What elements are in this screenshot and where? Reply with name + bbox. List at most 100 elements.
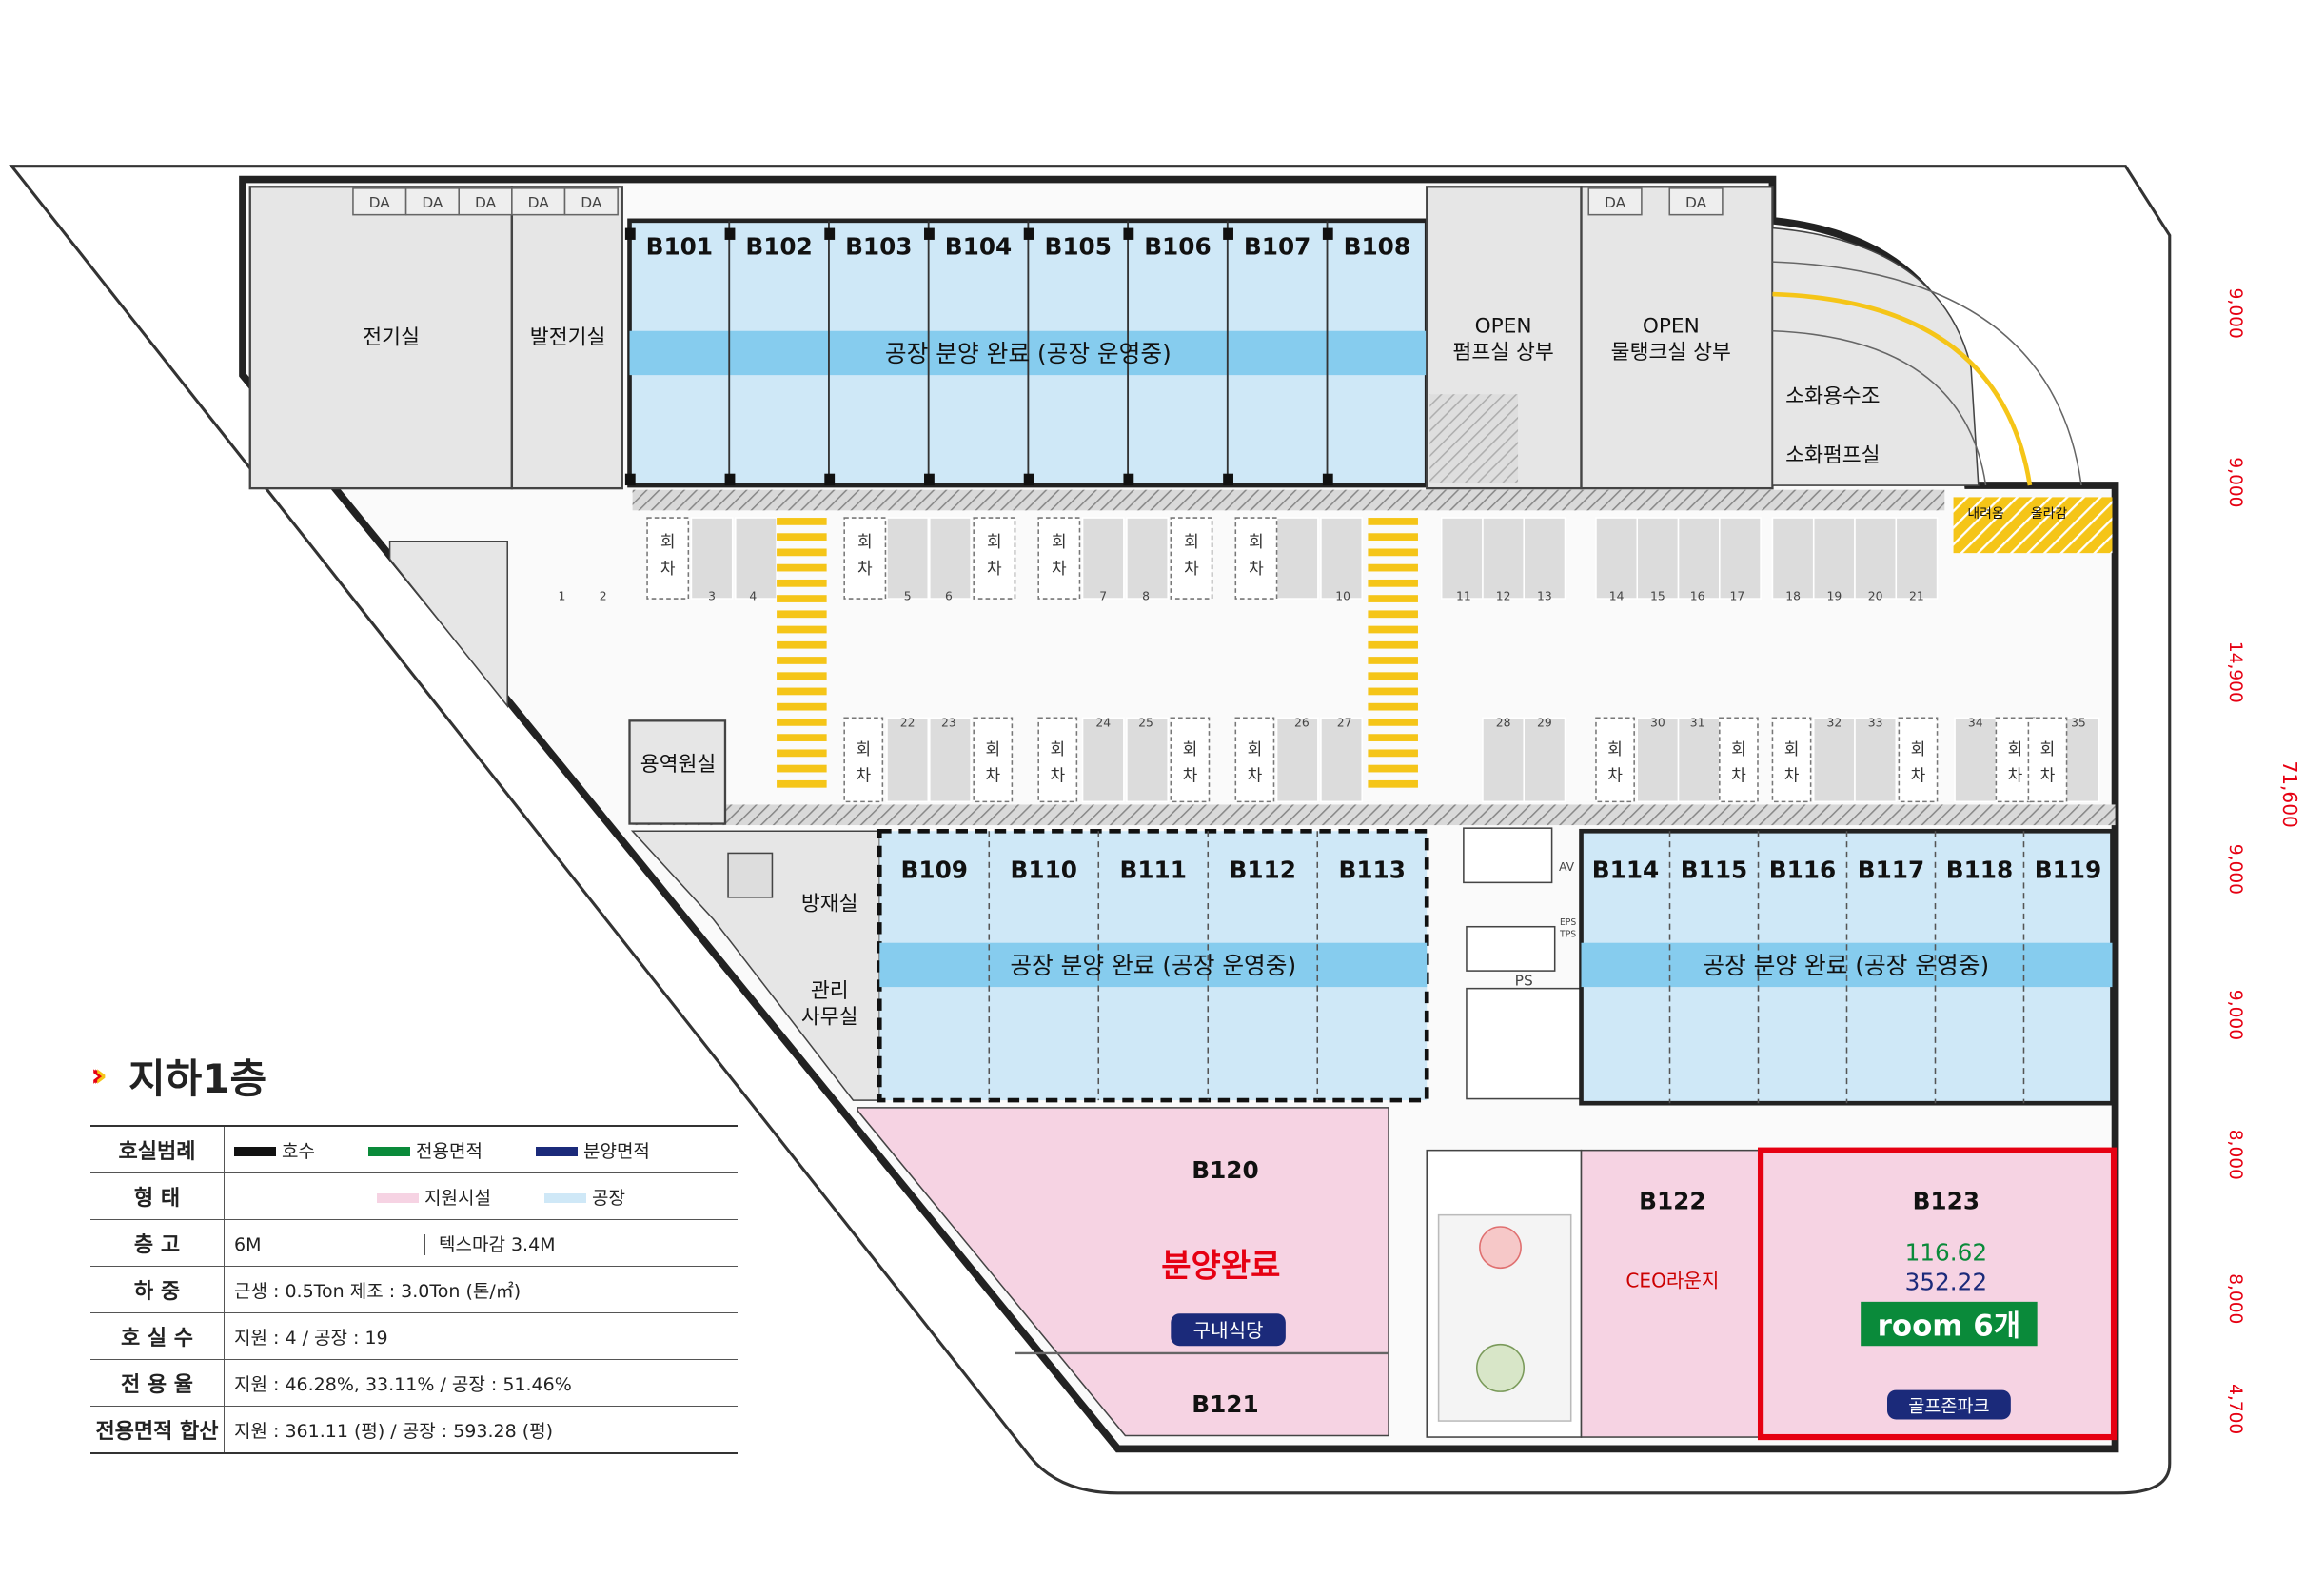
svg-text:OPEN: OPEN	[1643, 314, 1700, 338]
unit-b105[interactable]: B105	[1045, 232, 1112, 260]
turn-label: 차	[1050, 767, 1065, 786]
bottom-support-block: B120 분양완료 구내식당 B121 B122 CEO라운지 B123 116…	[857, 1107, 2118, 1441]
svg-text:공장 분양 완료 (공장 운영중): 공장 분양 완료 (공장 운영중)	[1010, 952, 1296, 979]
unit-b109[interactable]: B109	[901, 857, 968, 884]
turn-label: 차	[987, 560, 1002, 579]
turn-label: 회	[1248, 740, 1263, 759]
parking-number: 14	[1609, 590, 1625, 603]
parking-number: 23	[941, 717, 956, 730]
svg-text:DA: DA	[1685, 194, 1707, 211]
svg-text:소화펌프실: 소화펌프실	[1785, 443, 1880, 467]
unit-b114[interactable]: B114	[1592, 857, 1659, 884]
unit-b122[interactable]: B122	[1639, 1187, 1705, 1214]
unit-b118[interactable]: B118	[1946, 857, 2013, 884]
turn-label: 차	[1784, 767, 1800, 786]
turn-label: 회	[856, 740, 871, 759]
unit-b112[interactable]: B112	[1230, 857, 1296, 884]
unit-b111[interactable]: B111	[1120, 857, 1187, 884]
legend-value: 근생 : 0.5Ton 제조 : 3.0Ton (톤/㎡)	[224, 1266, 738, 1313]
parking-number: 33	[1868, 717, 1883, 730]
parking-number: 16	[1690, 590, 1705, 603]
turn-label: 차	[660, 560, 676, 579]
legend-unit-no: 호수	[282, 1140, 315, 1162]
dimension-total: 71,600	[2278, 760, 2301, 827]
parking-number: 21	[1909, 590, 1924, 603]
unit-b107[interactable]: B107	[1244, 232, 1310, 260]
parking-number: 4	[749, 590, 757, 603]
svg-text:물탱크실 상부: 물탱크실 상부	[1611, 341, 1731, 365]
dimension-segment: 8,000	[2225, 1130, 2245, 1180]
unit-b108[interactable]: B108	[1344, 232, 1410, 260]
parking-number: 17	[1729, 590, 1744, 603]
turn-label: 차	[1184, 560, 1199, 579]
parking-number: 22	[900, 717, 916, 730]
unit-b116[interactable]: B116	[1769, 857, 1836, 884]
turn-label: 회	[1183, 740, 1198, 759]
legend-key: 호실범례	[90, 1126, 225, 1173]
b123-tag: 골프존파크	[1908, 1397, 1989, 1417]
turn-label: 회	[1249, 533, 1264, 552]
unit-b103[interactable]: B103	[845, 232, 912, 260]
b120-status: 분양완료	[1161, 1248, 1280, 1286]
unit-b102[interactable]: B102	[745, 232, 812, 260]
unit-b115[interactable]: B115	[1681, 857, 1747, 884]
parking-number: 28	[1496, 717, 1511, 730]
generator-room-label: 발전기실	[530, 326, 606, 350]
svg-text:DA: DA	[528, 194, 550, 211]
unit-b101[interactable]: B101	[646, 232, 713, 260]
turn-label: 회	[1731, 740, 1746, 759]
legend-key: 호 실 수	[90, 1312, 225, 1360]
parking-number: 20	[1868, 590, 1883, 603]
turn-label: 회	[987, 533, 1002, 552]
left-service-rooms: 전기실 발전기실 DA DA DA DA DA	[248, 186, 623, 709]
turn-label: 회	[1607, 740, 1623, 759]
svg-text:TPS: TPS	[1559, 930, 1576, 940]
parking-number: 11	[1456, 590, 1471, 603]
turn-label: 회	[1184, 533, 1199, 552]
unit-b104[interactable]: B104	[945, 232, 1012, 260]
legend-key: 하 중	[90, 1266, 225, 1313]
dimension-segment: 8,000	[2225, 1273, 2245, 1324]
svg-text:DA: DA	[1605, 194, 1626, 211]
crosswalk-left	[777, 518, 827, 788]
unit-b120[interactable]: B120	[1192, 1156, 1258, 1184]
turn-label: 차	[1248, 767, 1263, 786]
unit-b113[interactable]: B113	[1339, 857, 1406, 884]
svg-text:공장 분양 완료 (공장 운영중): 공장 분양 완료 (공장 운영중)	[1703, 952, 1989, 979]
turn-label: 차	[1911, 767, 1926, 786]
turn-label: 차	[1183, 767, 1198, 786]
b123-highlight[interactable]	[1757, 1147, 2118, 1441]
turn-label: 회	[1052, 533, 1067, 552]
legend-key: 층 고	[90, 1219, 225, 1267]
legend-value: 지원 : 361.11 (평) / 공장 : 593.28 (평)	[224, 1406, 738, 1454]
unit-b121[interactable]: B121	[1192, 1390, 1258, 1418]
turn-label: 차	[985, 767, 1000, 786]
b123-tag-badge	[1887, 1389, 2011, 1420]
legend-type-colors: 지원시설 공장	[224, 1172, 738, 1220]
legend-factory: 공장	[591, 1187, 625, 1209]
unit-b123[interactable]: B123	[1913, 1187, 1980, 1214]
unit-b119[interactable]: B119	[2035, 857, 2101, 884]
unit-b106[interactable]: B106	[1144, 232, 1211, 260]
parking-number: 5	[904, 590, 912, 603]
unit-b110[interactable]: B110	[1011, 857, 1077, 884]
turn-label: 회	[985, 740, 1000, 759]
parking-number: 32	[1826, 717, 1842, 730]
b120-tag-badge	[1171, 1313, 1286, 1347]
legend-key: 전용면적 합산	[90, 1406, 225, 1454]
b123-area-sale: 352.22	[1905, 1268, 1988, 1295]
da-boxes: DA DA DA DA DA	[352, 187, 619, 216]
turn-label: 회	[1911, 740, 1926, 759]
turn-label: 회	[2008, 740, 2023, 759]
svg-text:펌프실 상부: 펌프실 상부	[1452, 341, 1553, 365]
chevron-right-icon: ›	[94, 1056, 108, 1094]
unit-b117[interactable]: B117	[1858, 857, 1924, 884]
turn-label: 회	[1050, 740, 1065, 759]
